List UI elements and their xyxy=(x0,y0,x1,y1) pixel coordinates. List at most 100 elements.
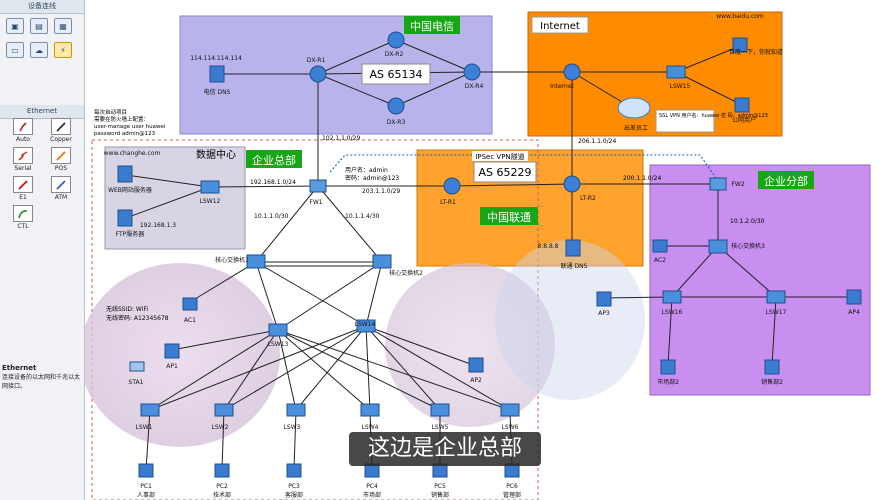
switch-icon[interactable] xyxy=(356,319,376,333)
router-icon[interactable] xyxy=(443,177,461,195)
ap-icon[interactable] xyxy=(164,343,180,359)
unicom-title: 中国联通 xyxy=(480,207,538,225)
pc-icon[interactable]: ▭ xyxy=(6,42,24,58)
cable-serial[interactable]: Serial xyxy=(4,147,42,172)
cable-list: Auto Copper Serial POS E1 ATM CTL xyxy=(4,118,80,230)
cable-ctl[interactable]: CTL xyxy=(4,205,42,230)
pc-icon[interactable] xyxy=(732,37,748,53)
ftp-ip-label: 192.168.1.3 xyxy=(140,222,176,229)
svg-text:企业分部: 企业分部 xyxy=(764,174,808,188)
switch-icon[interactable] xyxy=(662,290,682,304)
server-icon[interactable]: ▦ xyxy=(54,18,72,34)
pc-icon[interactable] xyxy=(286,463,302,478)
svg-text:SSL VPN 用户名：huawei 密 码：admin@1: SSL VPN 用户名：huawei 密 码：admin@123 xyxy=(659,112,768,119)
ac-icon[interactable] xyxy=(182,297,198,311)
cable-auto[interactable]: Auto xyxy=(4,118,42,143)
sale2-label: 销售部2 xyxy=(761,378,783,386)
switch-icon[interactable] xyxy=(360,403,380,417)
svg-text:10.1.1.4/30: 10.1.1.4/30 xyxy=(345,213,380,220)
switch-icon[interactable] xyxy=(200,180,220,194)
branch-area xyxy=(649,164,871,396)
cable-copper[interactable]: Copper xyxy=(42,118,80,143)
switch-icon[interactable] xyxy=(766,290,786,304)
cloud-icon[interactable] xyxy=(617,97,651,119)
router-icon[interactable] xyxy=(563,175,581,193)
dept6-label: 管理部 xyxy=(503,491,521,499)
cable-pos[interactable]: POS xyxy=(42,147,80,172)
switch-icon[interactable] xyxy=(140,403,160,417)
cable-label: Copper xyxy=(50,136,72,143)
switch-icon[interactable] xyxy=(430,403,450,417)
router-icon[interactable] xyxy=(463,63,481,81)
svg-text:192.168.1.0/24: 192.168.1.0/24 xyxy=(250,179,296,186)
pos-cable-icon xyxy=(51,147,71,164)
router-icon[interactable] xyxy=(563,63,581,81)
router-icon[interactable] xyxy=(387,31,405,49)
server-icon[interactable] xyxy=(117,209,133,227)
ap-icon[interactable] xyxy=(846,289,862,305)
dept1-label: 人事部 xyxy=(137,491,155,499)
pc2-label: PC2 xyxy=(216,483,228,490)
serial-cable-icon xyxy=(13,147,33,164)
pc-icon[interactable] xyxy=(214,463,230,478)
description-box: Ethernet 连接设备的以太网和千兆以太网接口。 xyxy=(2,364,82,390)
cable-atm[interactable]: ATM xyxy=(42,176,80,201)
video-subtitle: 这边是企业总部 xyxy=(349,432,541,466)
pc-icon[interactable] xyxy=(138,463,154,478)
svg-text:user-manage user huawei: user-manage user huawei xyxy=(94,124,166,130)
dept5-label: 销售部 xyxy=(431,491,449,499)
core2-label: 核心交换机2 xyxy=(389,269,423,277)
e1-cable-icon xyxy=(13,176,33,193)
dns-lt-label: 联通 DNS xyxy=(561,262,588,270)
ap-icon[interactable] xyxy=(468,357,484,373)
dns-server-icon[interactable] xyxy=(565,239,581,257)
switches xyxy=(140,65,786,417)
ftp-server-label: FTP服务器 xyxy=(116,230,145,238)
pc-icon[interactable] xyxy=(734,97,750,113)
dns-server-icon[interactable] xyxy=(209,65,225,83)
cable-e1[interactable]: E1 xyxy=(4,176,42,201)
router-icon[interactable] xyxy=(309,65,327,83)
switch-icon[interactable] xyxy=(708,239,728,254)
cable-tool-icon[interactable]: ⚡ xyxy=(54,42,72,58)
switch-icon[interactable] xyxy=(666,65,686,79)
wifi-zone-right xyxy=(385,263,555,427)
fw-user-label: 用户名：admin xyxy=(345,166,388,174)
ac-icon[interactable] xyxy=(652,239,668,253)
switch-icon[interactable] xyxy=(500,403,520,417)
switch-icon[interactable] xyxy=(268,323,288,337)
switch-icon[interactable] xyxy=(214,403,234,417)
internet-title: Internet xyxy=(531,16,589,34)
web-server-label: WEB网站服务器 xyxy=(108,186,152,194)
switch-icon[interactable] xyxy=(246,254,266,269)
cloud-icon[interactable]: ☁ xyxy=(30,42,48,58)
pc-icon[interactable] xyxy=(764,359,780,375)
dx-r3-label: DX-R3 xyxy=(387,119,406,126)
pc1-label: PC1 xyxy=(140,483,152,490)
svg-text:203.1.1.0/29: 203.1.1.0/29 xyxy=(362,188,400,195)
laptop-icon[interactable] xyxy=(129,361,145,372)
wifi-ssid-label: 无线SSID: WiFi xyxy=(106,305,148,313)
ap-icon[interactable] xyxy=(596,291,612,307)
router-icon[interactable] xyxy=(387,97,405,115)
description-title: Ethernet xyxy=(2,364,37,372)
firewall-icon[interactable] xyxy=(309,179,327,193)
server-icon[interactable] xyxy=(117,165,133,183)
links xyxy=(125,39,854,471)
lt-r1-label: LT-R1 xyxy=(440,199,456,206)
lsw3-label: LSW3 xyxy=(284,424,301,431)
topology-canvas[interactable]: 中国电信 AS 65134 Internet AS 65229 中国联通 企业总… xyxy=(85,0,889,500)
switch-icon[interactable] xyxy=(372,254,392,269)
firewall-icon[interactable] xyxy=(709,177,727,191)
fw-pwd-label: 密码：admin@123 xyxy=(345,174,399,182)
pc-icon[interactable] xyxy=(660,359,676,375)
telecom-area xyxy=(179,15,493,135)
telecom-title: 中国电信 xyxy=(404,16,460,34)
svg-text:10.1.2.0/30: 10.1.2.0/30 xyxy=(730,218,765,225)
switch-icon[interactable]: ▤ xyxy=(30,18,48,34)
svg-text:每次自动项目: 每次自动项目 xyxy=(94,108,127,116)
ipsec-label: IPSec VPN隧道 xyxy=(472,151,528,161)
svg-text:200.1.1.0/24: 200.1.1.0/24 xyxy=(623,175,661,182)
router-icon[interactable]: ▣ xyxy=(6,18,24,34)
switch-icon[interactable] xyxy=(286,403,306,417)
